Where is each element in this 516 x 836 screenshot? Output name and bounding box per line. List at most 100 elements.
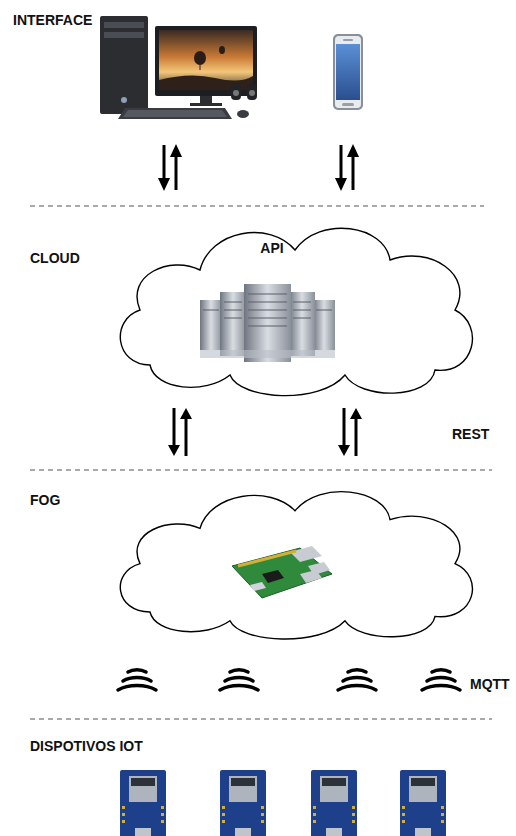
iot-board: [229, 776, 257, 802]
server-rack: [248, 318, 287, 319]
desktop-computer: [219, 46, 225, 54]
wireless-signal: [118, 686, 156, 690]
iot-board: [326, 828, 342, 836]
protocol-label: REST: [452, 426, 489, 443]
iot-board: [313, 813, 316, 816]
iot-board: [161, 813, 164, 816]
iot-board: [235, 828, 251, 836]
layer-separator: [30, 206, 492, 719]
desktop-computer: [104, 32, 144, 38]
arrow-head: [168, 445, 180, 456]
wireless-signal: [220, 686, 258, 690]
cloud-shape: CLOUDAPI: [25, 212, 485, 398]
iot-board: [120, 770, 166, 836]
double-arrow: [158, 178, 170, 191]
server-rack: [200, 284, 335, 362]
iot-board: [441, 806, 444, 809]
double-arrow: [352, 155, 355, 190]
server-rack: [220, 292, 246, 356]
iot-board: [311, 770, 357, 836]
iot-board: [352, 806, 355, 809]
wireless-signal: [338, 686, 376, 690]
cloud-outline: [25, 212, 485, 398]
desktop-computer: [159, 30, 253, 90]
smartphone: [335, 36, 361, 108]
double-arrow: [335, 144, 359, 191]
server-rack: [203, 294, 332, 326]
desktop-computer: [231, 84, 241, 100]
iot-board: [322, 778, 346, 786]
iot-board: [411, 778, 435, 786]
desktop-computer: [237, 110, 249, 118]
iot-board: [120, 770, 166, 836]
iot-board: [135, 828, 151, 836]
iot-board: [222, 813, 225, 816]
server-rack: [200, 350, 335, 358]
arrow-head: [350, 408, 362, 419]
arrow-shaft: [355, 418, 358, 456]
iot-board: [441, 820, 444, 823]
smartphone: [342, 103, 354, 106]
iot-board: [231, 778, 255, 786]
iot-board: [402, 813, 405, 816]
wireless-signal: [422, 686, 460, 690]
arrow-shaft: [343, 408, 346, 446]
iot-board: [120, 770, 446, 836]
iot-board: [313, 806, 355, 823]
double-arrow: [158, 144, 182, 191]
iot-board: [122, 806, 164, 823]
server-rack: [248, 310, 287, 311]
wireless-signal: [118, 670, 460, 690]
iot-board: [400, 770, 446, 836]
iot-board: [261, 820, 264, 823]
double-arrow: [168, 408, 192, 456]
desktop-computer: [190, 103, 222, 106]
layer-heading: CLOUD: [30, 250, 80, 267]
server-rack: [224, 302, 242, 303]
iot-board: [122, 813, 125, 816]
iot-board: [352, 820, 355, 823]
iot-board: [313, 806, 316, 809]
server-rack: [293, 318, 311, 319]
iot-board: [220, 770, 266, 836]
iot-board: [402, 806, 405, 809]
desktop-computer: [118, 108, 232, 119]
desktop-computer: [200, 65, 201, 70]
smartphone: [333, 34, 363, 110]
layer-heading: DISPOTIVOS IOT: [30, 738, 143, 755]
desktop-computer: [100, 16, 148, 114]
iot-board: [161, 806, 164, 809]
double-arrow: [335, 178, 347, 191]
iot-board: [261, 813, 264, 816]
desktop-computer: [123, 110, 227, 117]
server-rack: [313, 300, 335, 350]
cloud-outline: [120, 228, 472, 395]
arrow-head: [338, 445, 350, 456]
wireless-signal: [432, 670, 450, 672]
raspberry-pi: [300, 570, 322, 583]
iot-board: [311, 770, 357, 836]
wireless-signal: [348, 670, 366, 672]
raspberry-pi: [232, 546, 332, 598]
server-rack: [224, 318, 242, 319]
double-arrow: [338, 408, 362, 456]
iot-board: [222, 806, 225, 809]
iot-board: [409, 776, 437, 802]
layer-heading: FOG: [30, 492, 60, 509]
protocol-label: MQTT: [470, 676, 510, 693]
server-rack: [289, 292, 315, 356]
arrow-head: [180, 408, 192, 419]
wireless-signal: [123, 678, 151, 681]
iot-board: [261, 806, 264, 809]
raspberry-pi: [290, 546, 322, 562]
double-arrow: [175, 155, 178, 190]
server-rack: [224, 310, 242, 311]
server-rack: [293, 310, 311, 311]
iot-board: [402, 820, 405, 823]
iot-board: [161, 820, 164, 823]
iot-board: [222, 806, 264, 823]
wireless-signal: [427, 678, 455, 681]
arrow-shaft: [173, 408, 176, 446]
desktop-computer: [200, 96, 212, 104]
